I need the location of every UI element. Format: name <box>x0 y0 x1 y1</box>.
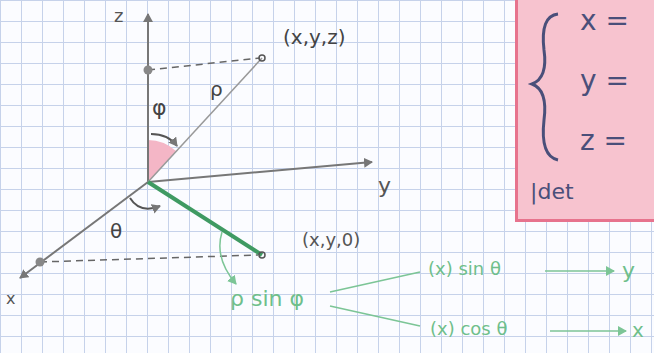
leader-line <box>220 232 236 284</box>
leader-line <box>330 272 420 292</box>
point <box>259 55 265 61</box>
rho-line <box>148 58 262 182</box>
diagram-label: (x) cos θ <box>430 319 507 339</box>
z-axis <box>147 14 149 182</box>
diagram-label: y <box>378 174 391 198</box>
projection-line <box>148 182 262 255</box>
diagram-label: x <box>6 290 15 308</box>
diagram-label: (x,y,z) <box>283 26 346 48</box>
diagram-label: ρ sin φ <box>230 287 304 311</box>
formula-text: y = <box>580 66 629 97</box>
arrow-line <box>550 330 626 332</box>
formula-text: z = <box>580 126 627 157</box>
leader-line <box>330 306 420 326</box>
arrow-line <box>545 270 614 272</box>
diagram-label: y <box>622 259 635 283</box>
y-axis <box>148 162 372 182</box>
diagram-label: (x,y,0) <box>302 230 360 250</box>
point <box>36 258 45 267</box>
point <box>144 66 153 75</box>
formula-text: |det <box>530 180 574 204</box>
diagram-label: z <box>114 6 123 26</box>
formula-text: x = <box>580 6 629 37</box>
diagram-label: φ <box>152 96 167 120</box>
x-axis <box>20 182 148 278</box>
formula-box: x = y = z =|det <box>515 0 654 222</box>
point <box>259 252 265 258</box>
angle-arrow <box>151 134 177 146</box>
diagram-label: (x) sin θ <box>428 259 501 279</box>
angle-sector <box>148 140 176 182</box>
angle-arrow <box>130 198 160 209</box>
diagram-label: θ <box>110 220 122 242</box>
dashed-line <box>148 58 260 70</box>
diagram-label: ρ <box>210 78 223 100</box>
dashed-line <box>40 255 258 262</box>
diagram-label: x <box>632 319 644 341</box>
